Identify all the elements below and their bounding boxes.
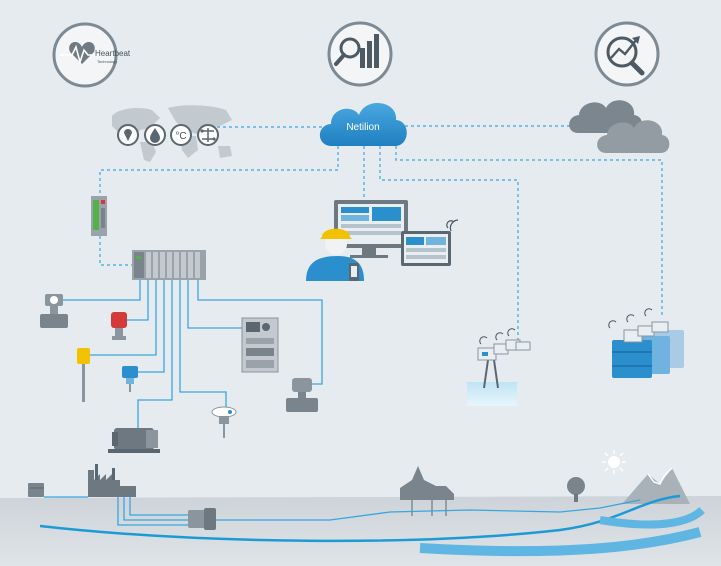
offshore-platform bbox=[467, 328, 531, 406]
gray-clouds bbox=[569, 100, 670, 153]
netilion-label: Netilion bbox=[346, 122, 379, 133]
dashed-connections bbox=[99, 125, 663, 342]
heartbeat-brand-text: Heartbeat bbox=[95, 49, 131, 58]
world-map bbox=[112, 105, 232, 162]
sun-icon bbox=[602, 450, 626, 474]
radar-level-sensor bbox=[211, 406, 237, 438]
heartbeat-sub-text: Technology bbox=[97, 59, 117, 64]
temperature-sensor-blue bbox=[122, 366, 138, 392]
ground-pipelines bbox=[44, 496, 641, 526]
location-pin-icon bbox=[117, 124, 139, 146]
edge-gateway-device bbox=[91, 196, 107, 236]
analyzer-cabinet bbox=[241, 317, 279, 373]
water-drop-icon bbox=[144, 124, 166, 146]
pump-station bbox=[188, 508, 216, 530]
field-wiring bbox=[62, 280, 323, 428]
heartbeat-technology-icon: Heartbeat Technology bbox=[52, 22, 131, 88]
river bbox=[39, 494, 705, 557]
netilion-cloud: Netilion bbox=[319, 103, 407, 146]
temperature-celsius-icon: °C bbox=[170, 124, 192, 146]
operator-person bbox=[306, 228, 364, 281]
pressure-transmitter-red bbox=[111, 312, 127, 340]
operator-workstation bbox=[334, 200, 459, 266]
svg-text:°C: °C bbox=[175, 131, 186, 142]
motor-pump bbox=[108, 428, 160, 453]
flowmeter-device bbox=[40, 294, 68, 328]
world-map-badges: °C bbox=[117, 124, 219, 146]
network-icon bbox=[197, 124, 219, 146]
trend-analysis-magnifier-icon bbox=[594, 21, 660, 87]
valve-actuator bbox=[286, 378, 318, 412]
tank-farm bbox=[608, 308, 684, 378]
level-probe-yellow bbox=[77, 348, 90, 402]
remote-io-block bbox=[132, 250, 206, 280]
analytics-search-chart-icon bbox=[327, 21, 393, 87]
